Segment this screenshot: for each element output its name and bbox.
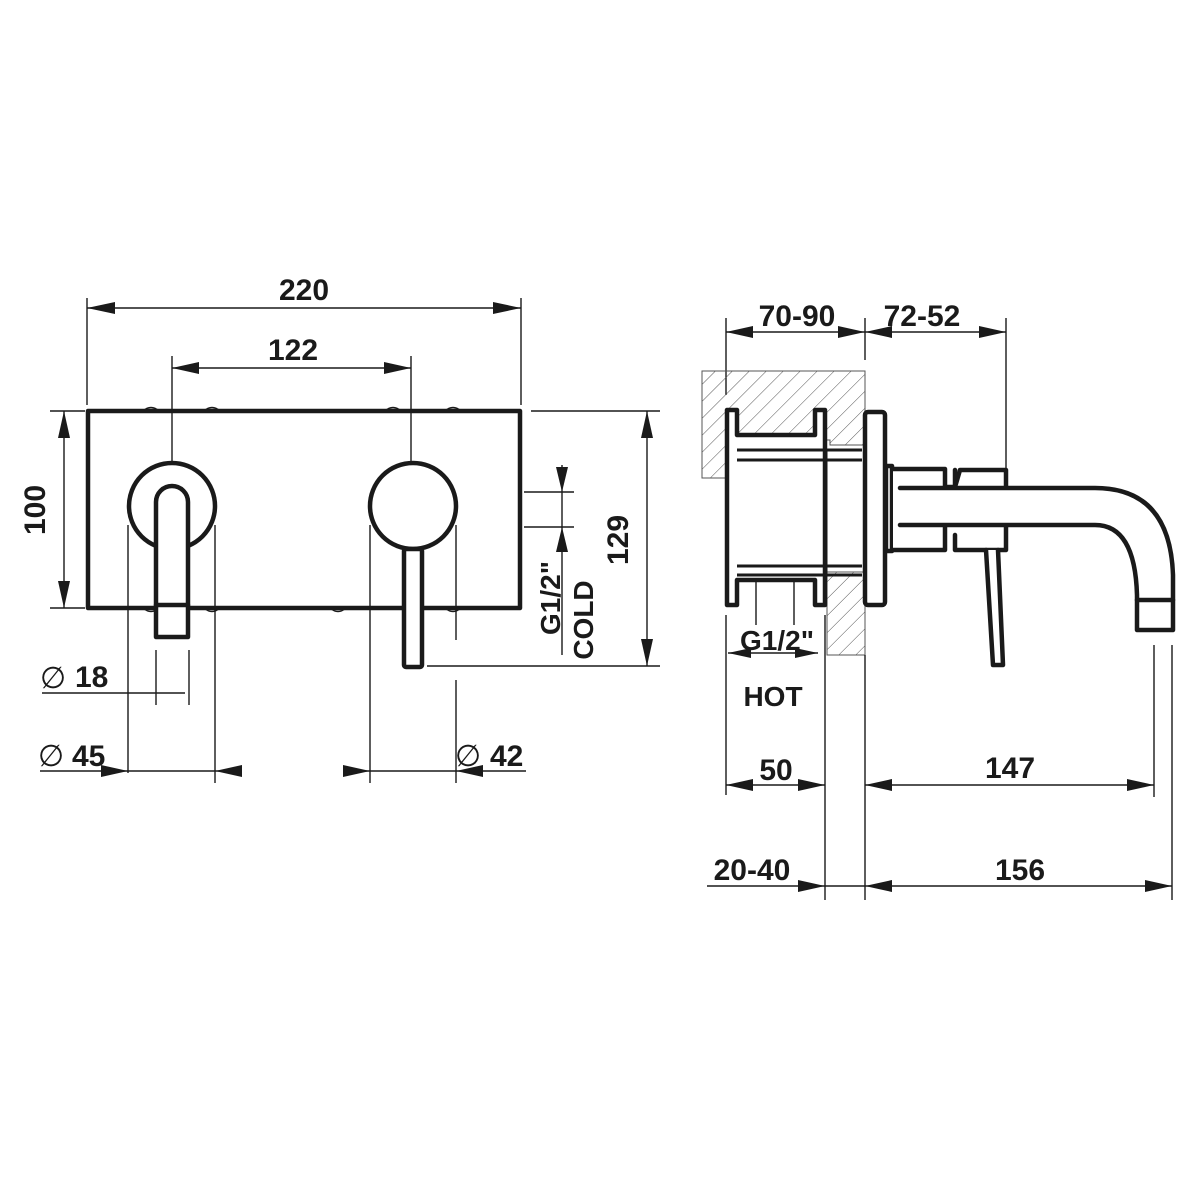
dim-129-label: 129 bbox=[602, 515, 635, 565]
dim-18-label: 18 bbox=[75, 661, 108, 694]
dim-70-90-label: 70-90 bbox=[759, 300, 836, 333]
dimension-centers: 122 bbox=[171, 334, 412, 465]
dimension-height-total: 129 bbox=[427, 410, 660, 667]
cold-label: COLD bbox=[568, 580, 599, 659]
dimension-spout-diameter: ∅ 18 bbox=[40, 661, 185, 695]
dim-20-40-label: 20-40 bbox=[714, 854, 791, 887]
dim-156-label: 156 bbox=[995, 854, 1045, 887]
spout-front bbox=[126, 460, 218, 640]
front-view: 220 122 100 bbox=[19, 274, 660, 783]
wall-section-hatch bbox=[701, 370, 866, 656]
diameter-extension-lines bbox=[127, 525, 457, 783]
hot-label: HOT bbox=[743, 681, 802, 712]
dimension-box-depth: 50 bbox=[726, 754, 825, 791]
dimension-spout-reach: 147 bbox=[865, 752, 1154, 791]
dimension-handle-rosette-diameter: ∅ 42 bbox=[343, 740, 526, 777]
dim-100-label: 100 bbox=[19, 485, 52, 535]
side-view: 70-90 72-52 bbox=[701, 300, 1176, 900]
diameter-symbol-icon: ∅ bbox=[40, 662, 66, 695]
side-extension-lines bbox=[725, 615, 1173, 900]
handle-front bbox=[367, 460, 459, 670]
rosette-base-side bbox=[883, 463, 895, 554]
dimension-spout-rosette-diameter: ∅ 45 bbox=[38, 740, 242, 777]
dim-147-label: 147 bbox=[985, 752, 1035, 785]
cold-size-label: G1/2" bbox=[535, 561, 566, 635]
dim-122-label: 122 bbox=[268, 334, 318, 367]
diameter-symbol-icon: ∅ bbox=[38, 740, 64, 773]
dimension-wall-tolerance: 20-40 bbox=[707, 854, 892, 892]
spout-side bbox=[897, 485, 1176, 633]
dim-42-label: 42 bbox=[490, 740, 523, 773]
dimension-wall-depth: 70-90 72-52 bbox=[725, 300, 1007, 470]
dimension-cold-connection: G1/2" COLD bbox=[524, 465, 599, 660]
wall-plate bbox=[85, 408, 523, 611]
dimension-height-plate: 100 bbox=[19, 410, 85, 609]
dim-45-label: 45 bbox=[72, 740, 105, 773]
valve-body-side bbox=[724, 407, 862, 625]
diameter-symbol-icon: ∅ bbox=[455, 740, 481, 773]
dim-220-label: 220 bbox=[279, 274, 329, 307]
dim-50-label: 50 bbox=[759, 754, 792, 787]
dimension-width-overall: 220 bbox=[86, 274, 522, 405]
rosette-flange-side bbox=[862, 409, 888, 608]
hot-size-label: G1/2" bbox=[740, 625, 814, 656]
dim-72-52-label: 72-52 bbox=[884, 300, 961, 333]
dimension-hot-connection: G1/2" HOT bbox=[728, 625, 818, 712]
dimension-spout-reach-total: 156 bbox=[865, 854, 1172, 892]
plate-screw-marks bbox=[142, 406, 462, 613]
